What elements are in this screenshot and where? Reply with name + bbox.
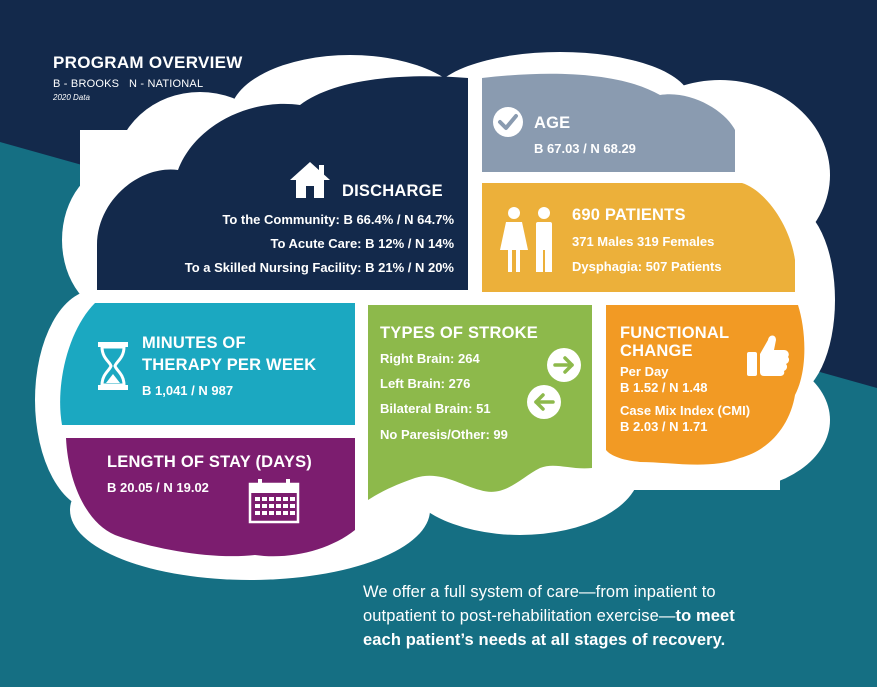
- hourglass-icon: [98, 342, 128, 390]
- discharge-stats: To the Community: B 66.4% / N 64.7% To A…: [185, 208, 454, 280]
- stroke-other: No Paresis/Other: 99: [380, 427, 508, 442]
- functional-title-line1: FUNCTIONAL: [620, 324, 730, 342]
- stroke-panel: [368, 305, 592, 500]
- page-title: PROGRAM OVERVIEW: [53, 53, 243, 72]
- discharge-community: To the Community: B 66.4% / N 64.7%: [222, 212, 454, 227]
- functional-panel: [606, 305, 805, 465]
- footer-line3-bold: each patient’s needs at all stages of re…: [363, 631, 726, 649]
- therapy-panel: [60, 303, 356, 425]
- age-value: B 67.03 / N 68.29: [534, 141, 636, 156]
- footer-text: We offer a full system of care—from inpa…: [363, 580, 863, 652]
- functional-title-line2: CHANGE: [620, 342, 693, 360]
- discharge-panel: [97, 76, 468, 291]
- discharge-title: DISCHARGE: [342, 182, 443, 200]
- therapy-title: MINUTES OF THERAPY PER WEEK: [142, 332, 316, 376]
- footer-line1: We offer a full system of care—from inpa…: [363, 583, 716, 601]
- therapy-title-line1: MINUTES OF: [142, 334, 246, 352]
- arrow-left-icon: [527, 385, 561, 419]
- checkmark-icon: [493, 107, 523, 137]
- functional-cmi-value: B 2.03 / N 1.71: [620, 419, 708, 434]
- footer-line3: each patient’s needs at all stages of re…: [363, 628, 863, 652]
- stroke-right: Right Brain: 264: [380, 351, 480, 366]
- functional-cmi-label: Case Mix Index (CMI): [620, 403, 751, 418]
- functional-per-day-value: B 1.52 / N 1.48: [620, 380, 708, 395]
- functional-stats: Per Day B 1.52 / N 1.48 Case Mix Index (…: [620, 364, 750, 435]
- functional-per-day-label: Per Day: [620, 364, 669, 379]
- footer-line2: outpatient to post-rehabilitation exerci…: [363, 604, 863, 628]
- footer-line2-bold: to meet: [675, 607, 735, 625]
- patients-dysphagia: Dysphagia: 507 Patients: [572, 259, 722, 274]
- discharge-snf: To a Skilled Nursing Facility: B 21% / N…: [184, 260, 454, 275]
- stay-title: LENGTH OF STAY (DAYS): [107, 453, 312, 471]
- stay-panel: [66, 438, 355, 557]
- discharge-acute: To Acute Care: B 12% / N 14%: [270, 236, 455, 251]
- therapy-value: B 1,041 / N 987: [142, 383, 234, 398]
- patients-title: 690 PATIENTS: [572, 206, 686, 224]
- calendar-icon: [248, 479, 300, 524]
- thumbs-up-icon: [747, 335, 790, 376]
- patients-gender: 371 Males 319 Females: [572, 234, 715, 249]
- stroke-title: TYPES OF STROKE: [380, 324, 538, 342]
- house-icon: [290, 162, 330, 198]
- functional-title: FUNCTIONAL CHANGE: [620, 324, 729, 360]
- age-panel: [482, 73, 735, 172]
- stroke-left: Left Brain: 276: [380, 376, 471, 391]
- footer-line2-normal: outpatient to post-rehabilitation exerci…: [363, 607, 676, 625]
- stroke-bilateral: Bilateral Brain: 51: [380, 401, 491, 416]
- legend-text: B - BROOKS N - NATIONAL: [53, 78, 204, 90]
- data-year: 2020 Data: [53, 93, 90, 102]
- patients-panel: [482, 183, 795, 292]
- arrow-right-icon: [547, 348, 581, 382]
- age-title: AGE: [534, 114, 571, 132]
- people-icon: [500, 207, 552, 272]
- stay-value: B 20.05 / N 19.02: [107, 480, 209, 495]
- therapy-title-line2: THERAPY PER WEEK: [142, 356, 317, 374]
